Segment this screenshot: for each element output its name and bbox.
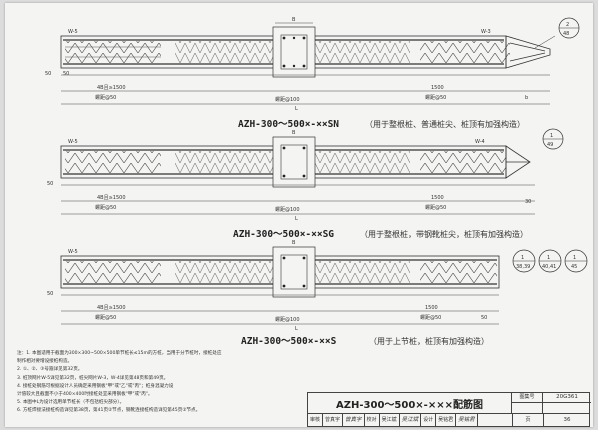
title-block: AZH-300～500×-×××配筋图 图集号 20G361 审核 曾真宇 曾真… — [307, 392, 591, 427]
label-b: B — [292, 130, 296, 136]
caption: AZH-300～500×-××SG — [233, 229, 334, 240]
review-signature: 曾真宇 — [343, 414, 365, 426]
dim-50: 50 — [63, 71, 69, 77]
dim-l: L — [295, 106, 298, 112]
dim-spiral: 螺距@50 — [95, 94, 116, 101]
callout-bottom: 38,39 — [516, 264, 530, 270]
atlas-spacer — [512, 403, 543, 413]
cross-section-box — [272, 26, 316, 78]
design-name: 吴铭君 — [436, 414, 457, 426]
callout-bottom: 49 — [547, 142, 553, 148]
dim-l: L — [295, 216, 298, 222]
caption: AZH-300～500×-××S — [241, 336, 337, 347]
note-line: 计值较大且截面不小于400×400时接桩处宜采用钢板"甲"或"丙"。 — [17, 392, 153, 398]
note-line: 6. 方桩焊接法接桩构造详见第38页，第41页②节点，钢靴连接桩构造详见第45页… — [17, 408, 201, 414]
design-label: 设计 — [421, 414, 437, 426]
dim-spiral: 螺距@50 — [425, 94, 446, 101]
note-line: 3. 桩顶网片W-5详见第32页，桩尖网片W-3，W-4详见第48页和第49页。 — [17, 375, 169, 381]
label-b: B — [292, 17, 296, 23]
note-line: 4. 接桩处钢筋可根据设计人员确定采用钢板"甲"或"乙"或"丙"；桩身混凝力设 — [17, 383, 174, 389]
label-w4: W-4 — [475, 139, 485, 145]
atlas-number: 20G361 — [543, 393, 591, 403]
dim-spiral: 螺距@100 — [275, 96, 300, 103]
dim-30: 30 — [525, 199, 531, 205]
callout-top: 2 — [566, 22, 569, 28]
caption-note: （用于上节桩，桩顶有加强构造） — [369, 336, 489, 346]
callout-top: 1 — [573, 255, 576, 261]
caption-note: （用于整根桩、普通桩尖、桩顶有加强构造） — [365, 119, 525, 129]
dim-1500: 1500 — [431, 195, 444, 201]
label-w5: W-5 — [68, 29, 78, 35]
callout-bottom: 40,41 — [542, 264, 556, 270]
dim-spiral: 螺距@50 — [420, 314, 441, 321]
spiral-top — [65, 41, 161, 63]
pile-tip — [505, 35, 551, 69]
atlas-label: 图集号 — [512, 393, 543, 403]
pile-sn: B W-5 W-3 2 48 50 50 4B且≥1500 螺距@50 螺距@1… — [45, 17, 580, 130]
dim-50: 50 — [47, 291, 53, 297]
note-line: 注：1. 本图适用于截面为300×300~500×500单节桩长≤15m的方桩，… — [17, 351, 222, 356]
cross-section-box — [272, 136, 316, 188]
dim-l: L — [295, 326, 298, 332]
notes-block: 注：1. 本图适用于截面为300×300~500×500单节桩长≤15m的方桩，… — [17, 350, 307, 416]
check-name: 吴江斌 — [380, 414, 400, 426]
dim-spiral: 螺距@100 — [275, 206, 300, 213]
check-signature: 吴江斌 — [400, 414, 422, 426]
dim-1500: 1500 — [425, 305, 438, 311]
dim-50: 50 — [481, 315, 487, 321]
label-w5: W-5 — [68, 249, 78, 255]
callout-bottom: 48 — [563, 31, 569, 37]
dim-spiral: 螺距@100 — [275, 316, 300, 323]
dim-spiral: 螺距@50 — [95, 314, 116, 321]
note-line: 2. ①、②、③号箍详见第32页。 — [17, 367, 83, 373]
design-signature: 吴铭君 — [456, 414, 478, 426]
dim-spiral: 螺距@50 — [95, 204, 116, 211]
dim-1500: 1500 — [431, 85, 444, 91]
check-label: 校对 — [365, 414, 380, 426]
review-name: 曾真宇 — [323, 414, 344, 426]
pile-s: B W-5 1 38,39 1 40,41 1 45 50 4B且≥1500 螺… — [47, 240, 588, 347]
dim-4b: 4B且≥1500 — [97, 85, 126, 91]
page-number: 36 — [563, 417, 571, 423]
caption: AZH-300～500×-××SN — [238, 119, 339, 130]
note-line: 5. 本图中L为设计选用单节桩长（不包括桩尖部分）。 — [17, 400, 125, 406]
dim-50: 50 — [47, 181, 53, 187]
spiral-tip — [420, 41, 510, 63]
caption-note: （用于整根桩，带钢靴桩尖，桩顶有加强构造） — [360, 229, 528, 239]
drawing-area: B W-5 W-3 2 48 50 50 4B且≥1500 螺距@50 螺距@1… — [45, 17, 588, 347]
page-label: 页 — [512, 414, 544, 426]
dim-b: b — [525, 95, 528, 101]
callout-bottom: 45 — [571, 264, 577, 270]
callout-top: 1 — [521, 255, 524, 261]
cross-section-box — [272, 246, 316, 298]
callout-top: 1 — [547, 255, 550, 261]
note-line: 制作相对要增设接桩构造。 — [17, 359, 73, 365]
label-w3: W-3 — [481, 29, 491, 35]
drawing-title: AZH-300～500×-×××配筋图 — [308, 393, 512, 413]
label-w5: W-5 — [68, 139, 78, 145]
label-b: B — [292, 240, 296, 246]
signature-row: 审核 曾真宇 曾真宇 校对 吴江斌 吴江斌 设计 吴铭君 吴铭君 — [308, 414, 589, 426]
review-label: 审核 — [308, 414, 324, 426]
dim-50: 50 — [45, 71, 51, 77]
callout-top: 1 — [550, 133, 553, 139]
pile-sg: B W-5 W-4 1 49 50 4B且≥1500 螺距@50 螺距@100 … — [47, 128, 564, 240]
dim-4b: 4B且≥1500 — [97, 195, 126, 201]
drawing-sheet: B W-5 W-3 2 48 50 50 4B且≥1500 螺距@50 螺距@1… — [5, 3, 593, 427]
dim-spiral: 螺距@50 — [425, 204, 446, 211]
dim-4b: 4B且≥1500 — [97, 305, 126, 311]
